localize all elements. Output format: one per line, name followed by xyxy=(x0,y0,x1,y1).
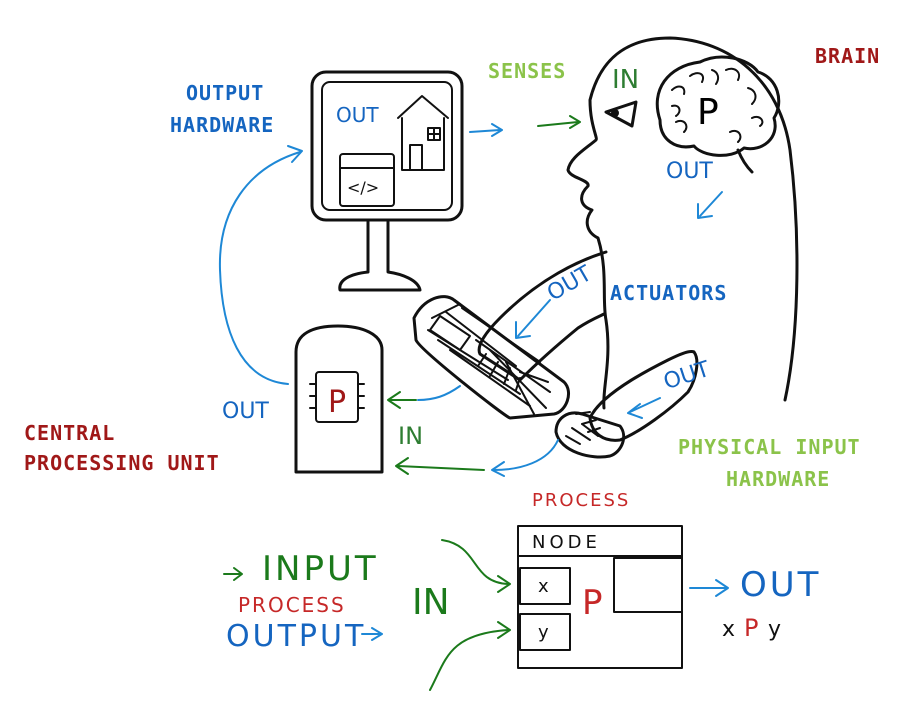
cpu-in-label: IN xyxy=(398,422,423,450)
node-input-arrow-x xyxy=(441,539,509,585)
legend-process-label: PROCESS xyxy=(238,593,346,617)
mouse-arm xyxy=(588,350,699,442)
mouse-fingers xyxy=(575,411,601,433)
node-title: NODE xyxy=(532,532,601,553)
legend-output-label: OUTPUT xyxy=(226,619,366,654)
brain-in-label: IN xyxy=(612,65,639,95)
arrow-mouse-to-cpu xyxy=(493,439,559,471)
arrow-keyboard-to-cpu xyxy=(417,385,461,401)
brain-p-label: P xyxy=(697,92,719,133)
arrow-in-to-cpu-2 xyxy=(397,465,485,471)
arrow-cpu-to-monitor xyxy=(218,151,301,385)
cpu-label-2: PROCESSING UNIT xyxy=(24,451,220,475)
typing-fingers xyxy=(477,353,521,391)
output-hardware-label-2: HARDWARE xyxy=(170,113,274,137)
node-y-label: y xyxy=(538,622,549,643)
cpu-case-icon xyxy=(294,324,384,474)
result-y: y xyxy=(768,617,781,642)
node-out-label: OUT xyxy=(740,565,821,605)
cpu-p-label: P xyxy=(328,385,346,420)
code-window-icon xyxy=(339,153,395,207)
arrow-brain-out xyxy=(699,191,723,217)
typing-arm xyxy=(477,250,608,382)
result-x: x xyxy=(722,617,735,642)
node-input-arrow-y xyxy=(429,629,509,691)
brain-label: BRAIN xyxy=(815,44,880,68)
result-p: P xyxy=(744,614,758,642)
eye-pupil xyxy=(611,109,619,117)
monitor-icon xyxy=(310,70,464,292)
head-outline xyxy=(566,36,799,410)
brain-icon xyxy=(655,55,781,174)
brain-out-label: OUT xyxy=(666,159,713,184)
physical-input-label-1: PHYSICAL INPUT xyxy=(678,435,861,459)
actuators-label: ACTUATORS xyxy=(610,281,727,305)
node-x-label: x xyxy=(538,576,549,597)
output-hardware-label-1: OUTPUT xyxy=(186,81,264,105)
legend-in-label: IN xyxy=(412,582,450,623)
senses-label: SENSES xyxy=(488,59,566,83)
arrow-mouse-out xyxy=(629,397,661,413)
keyboard-icon xyxy=(412,295,570,420)
cpu-out-label: OUT xyxy=(222,399,269,424)
code-icon-text: </> xyxy=(347,178,379,197)
mouse-icon xyxy=(554,411,626,459)
node-box xyxy=(517,525,683,669)
arrow-senses-to-eye xyxy=(537,121,579,127)
arrow-arm-out xyxy=(517,299,551,337)
cpu-label-1: CENTRAL xyxy=(24,421,115,445)
house-icon xyxy=(397,95,449,171)
node-p-label: P xyxy=(582,583,603,623)
physical-input-label-2: HARDWARE xyxy=(726,467,830,491)
legend-input-label: INPUT xyxy=(262,549,379,589)
eye-icon xyxy=(604,100,638,128)
process-title: PROCESS xyxy=(532,490,630,511)
arrow-monitor-to-senses xyxy=(469,129,501,133)
finger-out-label: OUT xyxy=(661,357,714,395)
monitor-out-label: OUT xyxy=(336,103,379,127)
